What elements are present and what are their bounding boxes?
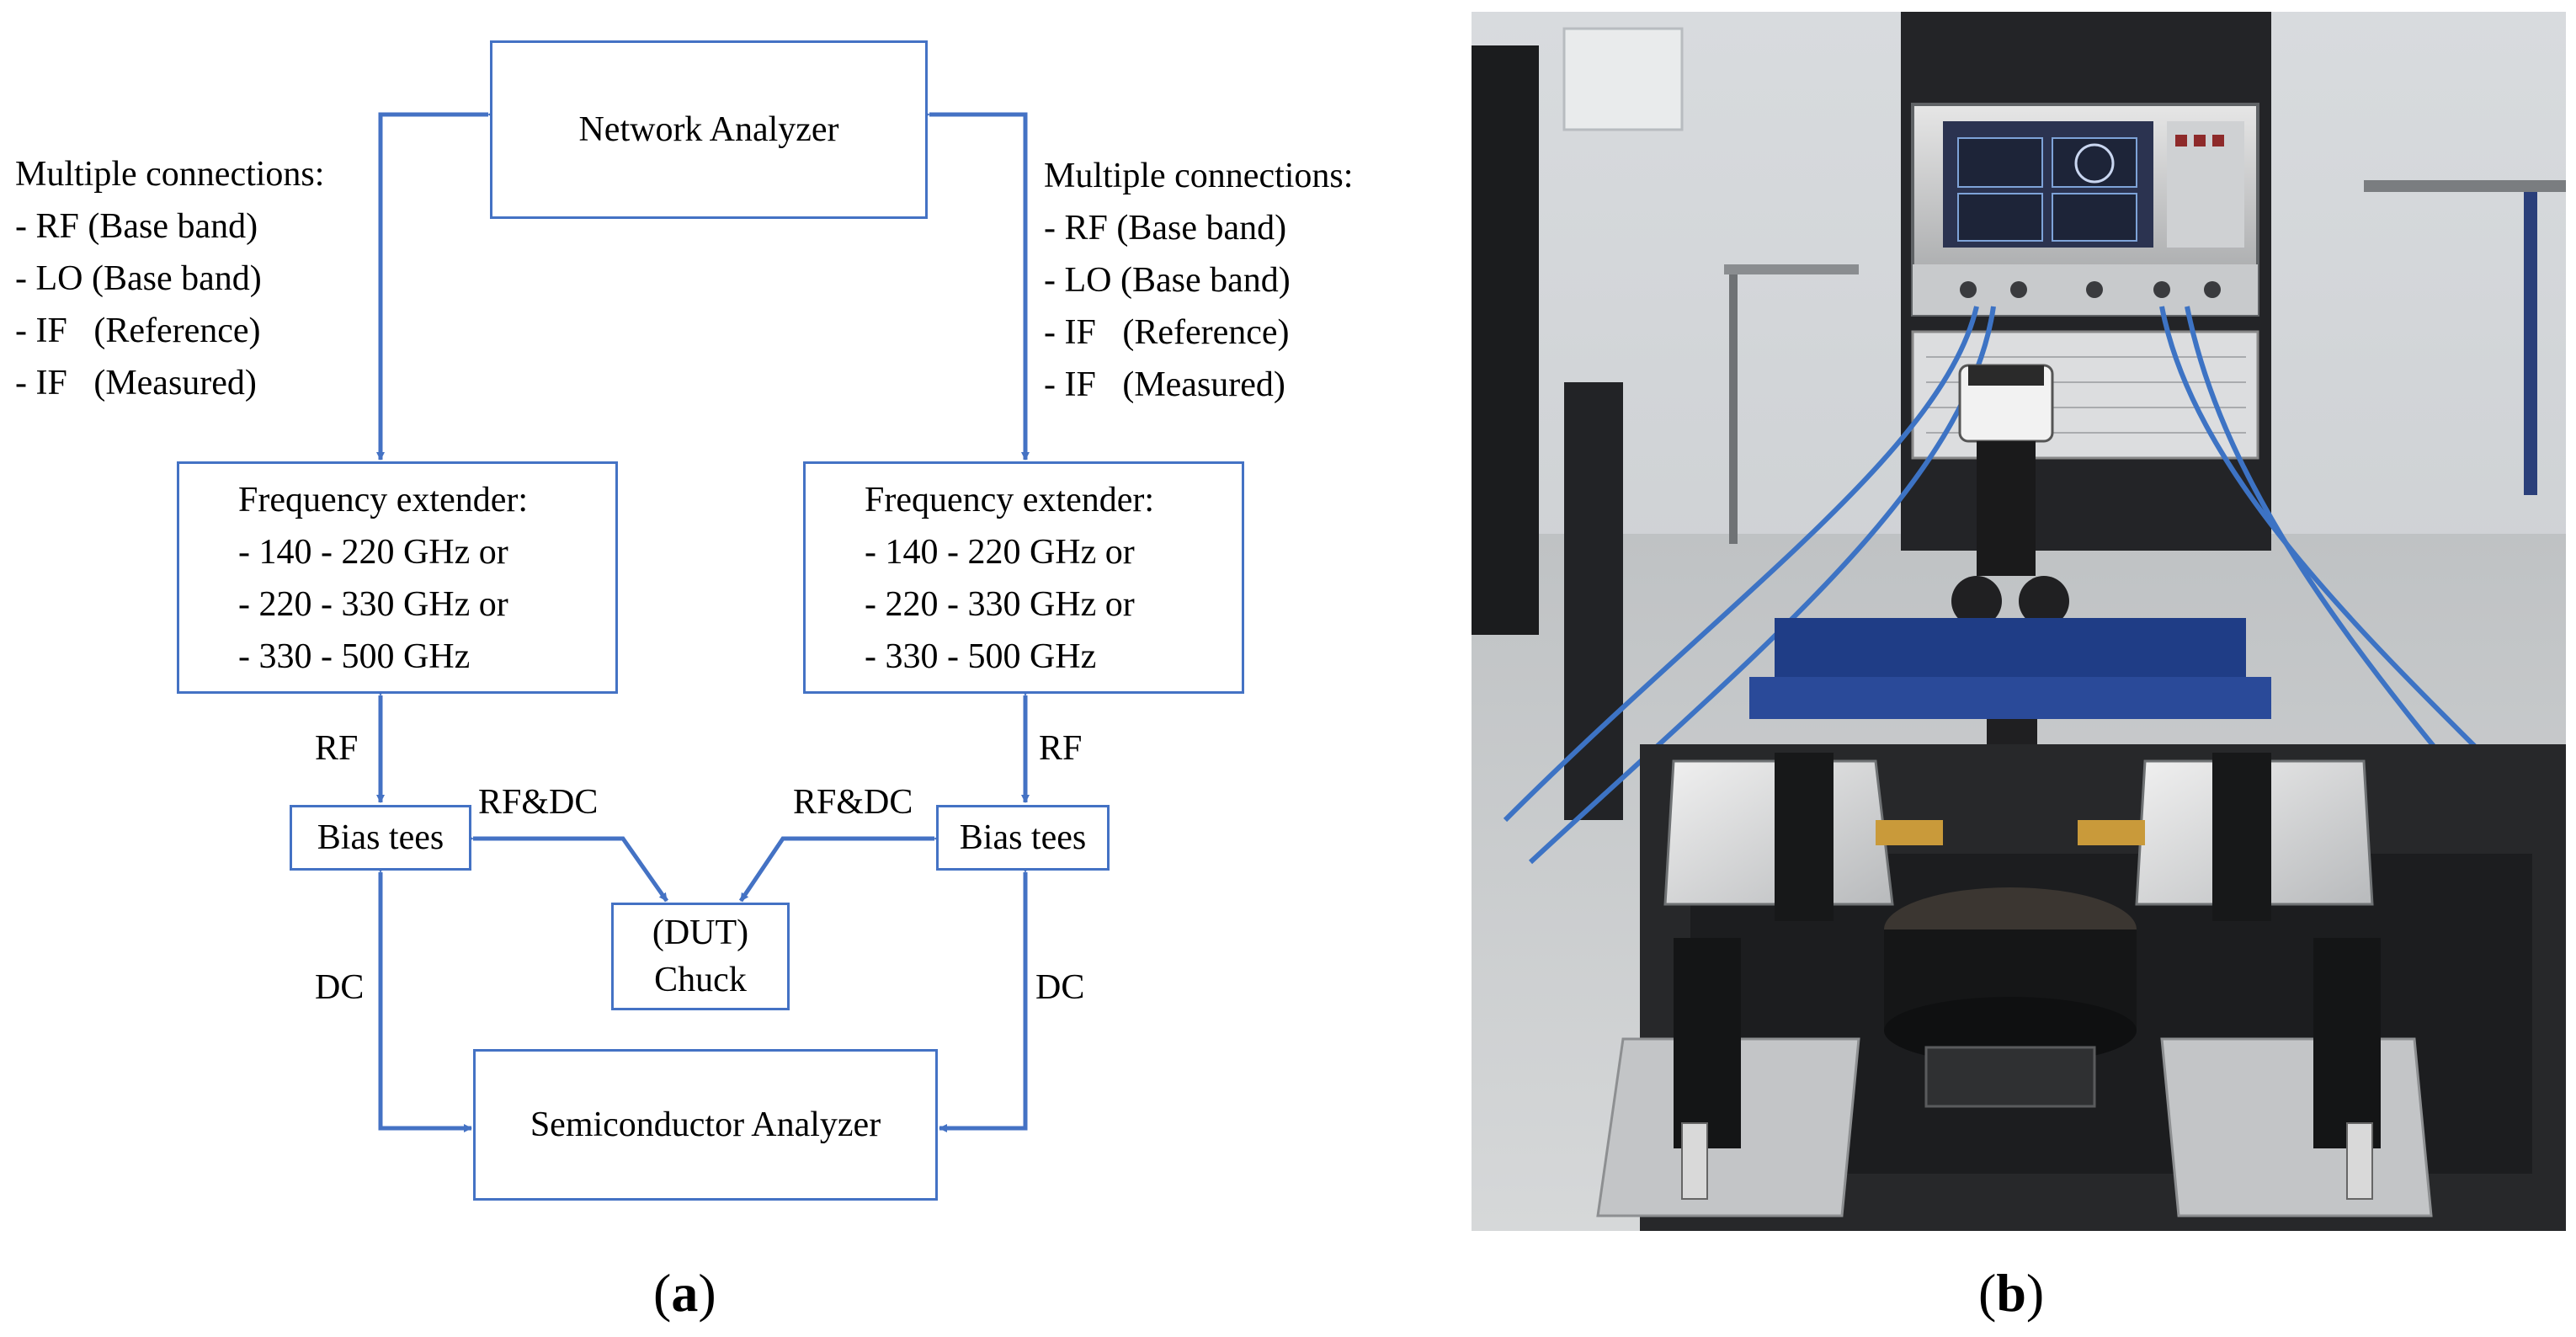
left-extender-line: - 140 - 220 GHz or [238, 533, 508, 572]
probe-station-photo [1472, 12, 2566, 1231]
left-dc-label: DC [315, 968, 365, 1007]
right-frequency-extender-box: Frequency extender: - 140 - 220 GHz or -… [803, 461, 1244, 694]
caption-b-letter: b [1996, 1263, 2026, 1323]
chuck-line-2: Chuck [654, 961, 747, 999]
right-rfdc-label: RF&DC [793, 783, 913, 822]
left-rf-label: RF [315, 729, 359, 768]
caption-a: (a) [653, 1263, 716, 1323]
arrow-right-dc [939, 865, 1030, 1132]
arrow-left-dc [376, 865, 472, 1132]
chuck-line-1: (DUT) [652, 914, 749, 952]
left-rfdc-label: RF&DC [478, 783, 599, 822]
left-note-line: - LO (Base band) [15, 259, 262, 298]
arrow-right-rfdc [738, 834, 942, 903]
network-analyzer-box: Network Analyzer [490, 40, 928, 219]
right-rf-label: RF [1039, 729, 1083, 768]
semiconductor-analyzer-box: Semiconductor Analyzer [473, 1049, 938, 1201]
left-extender-line: - 330 - 500 GHz [238, 637, 471, 676]
right-dc-label: DC [1035, 968, 1085, 1007]
dut-chuck-box: (DUT) Chuck [611, 903, 790, 1010]
right-extender-line: - 220 - 330 GHz or [865, 585, 1135, 624]
right-extender-line: Frequency extender: [865, 481, 1155, 519]
semiconductor-analyzer-label: Semiconductor Analyzer [530, 1105, 881, 1144]
arrow-na-to-right-extender [922, 110, 1030, 461]
probe-station-illustration [1472, 12, 2566, 1231]
left-bias-tees-box: Bias tees [290, 805, 471, 871]
network-analyzer-label: Network Analyzer [578, 110, 839, 149]
left-extender-line: Frequency extender: [238, 481, 529, 519]
caption-b: (b) [1978, 1263, 2045, 1323]
right-connections-note: Multiple connections: - RF (Base band) -… [1044, 150, 1353, 411]
caption-a-letter: a [671, 1263, 699, 1323]
left-note-line: Multiple connections: [15, 155, 325, 194]
left-bias-tees-label: Bias tees [317, 818, 444, 857]
right-extender-line: - 140 - 220 GHz or [865, 533, 1135, 572]
arrow-left-rfdc [466, 834, 669, 903]
right-extender-line: - 330 - 500 GHz [865, 637, 1097, 676]
right-note-line: - RF (Base band) [1044, 209, 1287, 248]
left-connections-note: Multiple connections: - RF (Base band) -… [15, 148, 324, 409]
right-bias-tees-box: Bias tees [936, 805, 1110, 871]
left-frequency-extender-box: Frequency extender: - 140 - 220 GHz or -… [177, 461, 618, 694]
arrow-na-to-left-extender [376, 110, 496, 461]
left-note-line: - IF (Reference) [15, 312, 261, 350]
right-note-line: - LO (Base band) [1044, 261, 1291, 300]
left-note-line: - RF (Base band) [15, 207, 258, 246]
right-note-line: Multiple connections: [1044, 157, 1354, 195]
left-extender-line: - 220 - 330 GHz or [238, 585, 508, 624]
right-note-line: - IF (Reference) [1044, 313, 1290, 352]
right-bias-tees-label: Bias tees [959, 818, 1087, 857]
right-note-line: - IF (Measured) [1044, 365, 1285, 404]
left-note-line: - IF (Measured) [15, 364, 257, 402]
